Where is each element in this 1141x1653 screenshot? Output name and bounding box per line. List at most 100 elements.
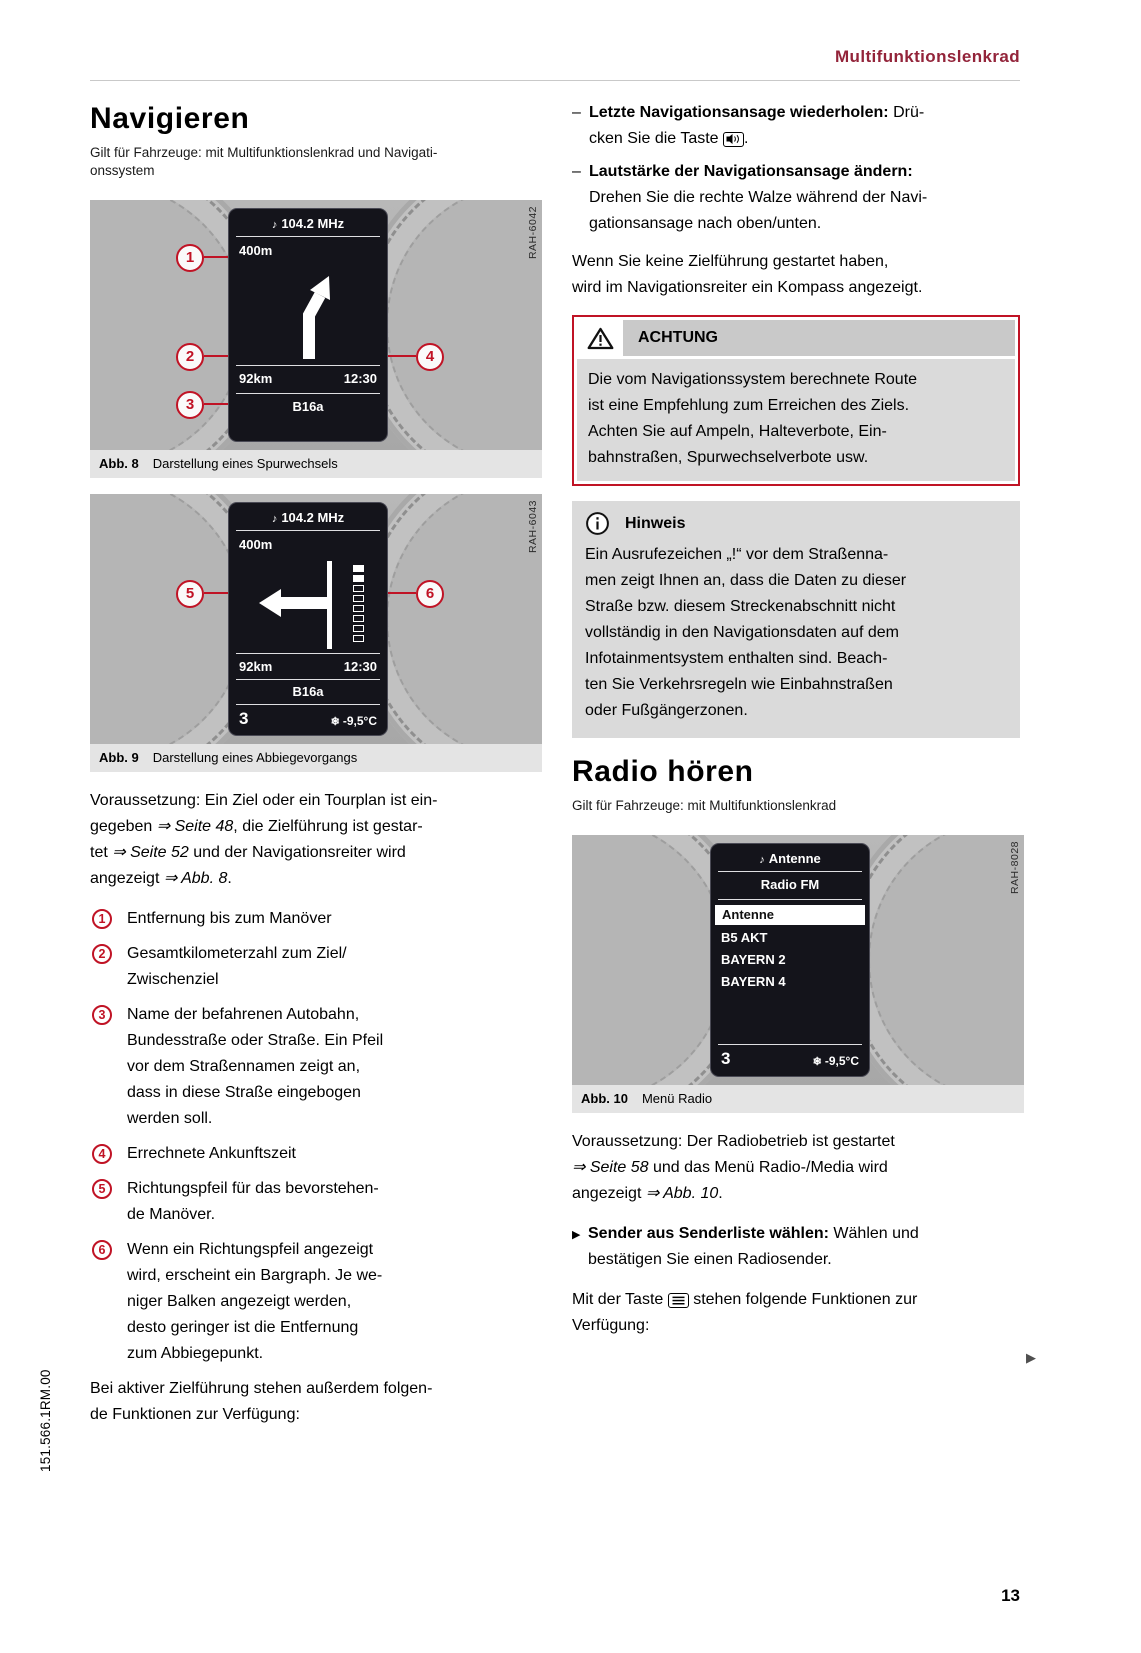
- distance-bargraph: [353, 565, 364, 645]
- radio-prerequisite-paragraph: Voraussetzung: Der Radiobetrieb ist gest…: [572, 1133, 895, 1202]
- gear-readout: 3: [721, 1049, 731, 1068]
- section-heading-navigieren: Navigieren: [90, 102, 250, 135]
- display-divider: [236, 365, 380, 366]
- total-distance-readout: 92km: [239, 371, 273, 386]
- list-key-icon: [667, 1293, 689, 1308]
- info-icon: [585, 511, 610, 536]
- compass-paragraph: Wenn Sie keine Zielführung gestartet hab…: [572, 253, 923, 296]
- callout-1: 1: [176, 244, 204, 272]
- figure-reference-code: RAH-6042: [527, 206, 539, 260]
- cluster-image-radio-menu: ♪Antenne Radio FM Antenne B5 AKT BAYERN …: [572, 835, 1024, 1085]
- driver-display: ♪104.2 MHz 400m 92km 12:30: [228, 502, 388, 736]
- legend-number: 1: [92, 909, 112, 929]
- callout-3: 3: [176, 391, 204, 419]
- bargraph-segment: [353, 635, 364, 642]
- list-item: –Lautstärke der Navigationsansage ändern…: [572, 159, 1020, 237]
- lane-change-arrow-icon: [303, 276, 330, 359]
- applicability-note: Gilt für Fahrzeuge: mit Multifunktionsle…: [90, 145, 438, 178]
- applicability-note: Gilt für Fahrzeuge: mit Multifunktionsle…: [572, 798, 837, 813]
- audio-source-readout: ♪Antenne: [759, 851, 821, 866]
- callout-line: [204, 403, 228, 405]
- maneuver-distance-readout: 400m: [239, 243, 273, 258]
- music-note-icon: ♪: [271, 513, 278, 525]
- continuation-arrow-icon: ▶: [1026, 1350, 1036, 1365]
- legend-number: 4: [92, 1144, 112, 1164]
- display-divider: [236, 679, 380, 680]
- callout-6: 6: [416, 580, 444, 608]
- bargraph-segment: [353, 595, 364, 602]
- band-readout: Radio FM: [760, 877, 820, 892]
- warning-title: ACHTUNG: [638, 329, 718, 346]
- legend-number: 5: [92, 1179, 112, 1199]
- note-title: Hinweis: [625, 514, 686, 532]
- arrival-time-readout: 12:30: [343, 371, 377, 386]
- note-header: Hinweis: [585, 511, 1007, 536]
- page-reference: ⇒ Seite 52: [112, 844, 189, 861]
- right-dial: [356, 200, 542, 450]
- station-item-selected: Antenne: [715, 905, 865, 925]
- bargraph-segment: [353, 615, 364, 622]
- road-name-readout: B16a: [292, 684, 324, 699]
- dash-bullet: –: [572, 163, 581, 180]
- warning-header: ACHTUNG: [577, 320, 1015, 356]
- section-heading-radio: Radio hören: [572, 755, 754, 788]
- turn-left-arrow-icon: [259, 561, 332, 649]
- station-item: BAYERN 2: [721, 952, 786, 967]
- display-divider: [236, 393, 380, 394]
- voice-key-icon: [723, 131, 745, 147]
- legend-number: 2: [92, 944, 112, 964]
- header-rule: [90, 80, 1020, 81]
- gear-readout: 3: [239, 709, 249, 728]
- figure-reference: ⇒ Abb. 8: [163, 870, 228, 887]
- station-item: B5 AKT: [721, 930, 768, 945]
- bargraph-segment: [353, 585, 364, 592]
- warning-body: Die vom Navigationssystem berechnete Rou…: [577, 359, 1015, 481]
- callout-line: [388, 355, 416, 357]
- figure-reference-code: RAH-8028: [1009, 841, 1021, 895]
- outro-paragraph: Bei aktiver Zielführung stehen außerdem …: [90, 1380, 433, 1423]
- note-box: Hinweis Ein Ausrufezeichen „!“ vor dem S…: [572, 501, 1020, 738]
- figure-abb10: ♪Antenne Radio FM Antenne B5 AKT BAYERN …: [572, 835, 1024, 1113]
- callout-4: 4: [416, 343, 444, 371]
- action-item: ▶Sender aus Senderliste wählen: Wählen u…: [572, 1221, 1020, 1273]
- display-divider: [236, 236, 380, 237]
- warning-box: ACHTUNG Die vom Navigationssystem berech…: [572, 315, 1020, 486]
- page-reference: ⇒ Seite 48: [156, 818, 234, 835]
- radio-frequency-readout: ♪104.2 MHz: [271, 510, 345, 525]
- callout-line: [204, 256, 228, 258]
- bargraph-segment: [353, 605, 364, 612]
- right-column: –Letzte Navigationsansage wiederholen: D…: [572, 100, 1024, 1353]
- bargraph-segment: [353, 625, 364, 632]
- total-distance-readout: 92km: [239, 659, 273, 674]
- legend-number: 3: [92, 1005, 112, 1025]
- footer-paragraph: Mit der Taste stehen folgende Funktionen…: [572, 1291, 918, 1334]
- station-item: BAYERN 4: [721, 974, 786, 989]
- callout-2: 2: [176, 343, 204, 371]
- figure-abb8: ♪104.2 MHz 400m 92km 12:30 B16a 1 2 3 4 …: [90, 200, 542, 478]
- temperature-readout: ❄-9,5°C: [330, 714, 377, 728]
- figure-abb9: ♪104.2 MHz 400m 92km 12:30: [90, 494, 542, 772]
- temperature-readout: ❄-9,5°C: [812, 1054, 859, 1068]
- road-name-readout: B16a: [292, 399, 324, 414]
- bargraph-segment: [353, 565, 364, 572]
- callout-line: [204, 592, 228, 594]
- arrival-time-readout: 12:30: [343, 659, 377, 674]
- bargraph-segment: [353, 575, 364, 582]
- callout-line: [388, 592, 416, 594]
- music-note-icon: ♪: [271, 219, 278, 231]
- display-divider: [718, 899, 862, 900]
- display-divider: [718, 1044, 862, 1045]
- callout-5: 5: [176, 580, 204, 608]
- legend-number: 6: [92, 1240, 112, 1260]
- page-header-title: Multifunktionslenkrad: [834, 47, 1020, 66]
- figure-reference-code: RAH-6043: [527, 500, 539, 554]
